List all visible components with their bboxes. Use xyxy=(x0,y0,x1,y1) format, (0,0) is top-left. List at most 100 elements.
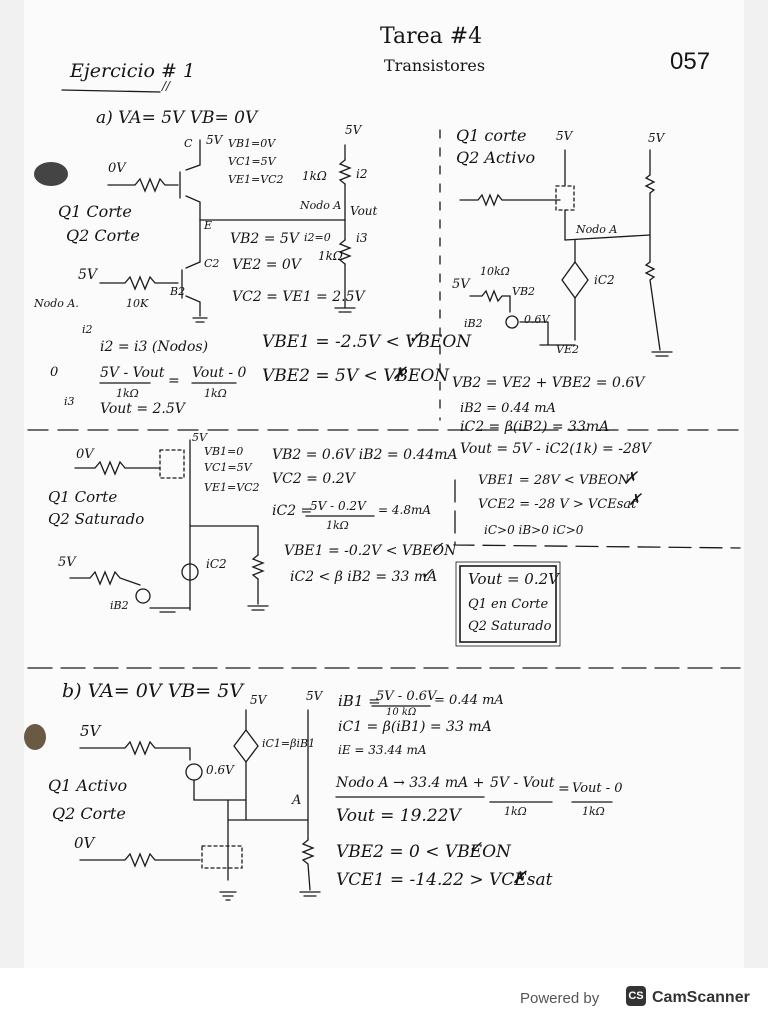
rc-input: 5V xyxy=(452,277,470,292)
partb-res xyxy=(301,839,315,865)
parta-node-c2: C2 xyxy=(204,257,220,270)
parta-node-c: C xyxy=(184,137,193,150)
sat-eq4: VBE1 = -0.2V < VBEON xyxy=(284,543,457,559)
partb-eq1-right: = 0.44 mA xyxy=(434,693,504,708)
subtitle: Transistores xyxy=(384,56,486,75)
parta-state-q1: Q1 Corte xyxy=(58,202,132,221)
partb-node-a: A xyxy=(292,793,302,808)
partb-ground2 xyxy=(219,891,237,901)
partb-eq7-mark: ✗ xyxy=(512,868,527,888)
camscanner-brand[interactable]: CamScanner xyxy=(652,989,750,1006)
sat-state-q2: Q2 Saturado xyxy=(48,510,145,528)
rc-ic2: iC2 xyxy=(594,273,615,287)
sat-input2: 5V xyxy=(58,555,76,570)
parta-res-top: 1kΩ xyxy=(302,169,327,183)
node-num-left: 5V - Vout xyxy=(100,365,165,381)
binder-hole-bottom xyxy=(24,724,46,750)
partb-dep: iC1=βiB1 xyxy=(262,737,316,750)
rc-eq4: Vout = 5V - iC2(1k) = -28V xyxy=(460,441,651,457)
partb-eq1-num: 5V - 0.6V xyxy=(376,689,437,704)
node-equals: = xyxy=(168,373,180,389)
q2-ground xyxy=(192,317,208,323)
partb-eq2: iC1 = β(iB1) = 33 mA xyxy=(338,719,492,735)
parta-input-wire xyxy=(107,177,179,193)
partb-eq7: VCE1 = -14.22 > VCEsat xyxy=(336,870,553,890)
node-den-right: 1kΩ xyxy=(204,387,227,400)
rc-eq6: VCE2 = -28 V > VCEsat xyxy=(478,497,637,512)
parta-i2: i2 xyxy=(356,167,368,181)
q1-body xyxy=(185,139,201,221)
rc-eq3: iC2 = β(iB2) = 33mA xyxy=(460,419,610,435)
rc-0.6v-source xyxy=(505,315,519,329)
rc-ground2 xyxy=(539,321,576,346)
box-vout: Vout = 0.2V xyxy=(468,570,559,588)
parta-vc1: VC1=5V xyxy=(228,155,276,168)
sat-state-q1: Q1 Corte xyxy=(48,488,118,506)
sat-input1: 0V xyxy=(76,447,94,462)
exercise-mark: // xyxy=(162,79,171,93)
node-den-left: 1kΩ xyxy=(116,387,139,400)
parta-i3: i3 xyxy=(356,231,368,245)
sat-res xyxy=(251,554,265,580)
partb-eq6-mark: ✓ xyxy=(468,838,483,858)
box-q1: Q1 en Corte xyxy=(468,597,549,612)
rc-node-wire xyxy=(564,234,651,241)
parta-res-10k: 10K xyxy=(126,297,149,310)
parta-heading: a) VA= 5V VB= 0V xyxy=(96,108,258,128)
parta-vc2: VC2 = VE1 = 2.5V xyxy=(232,289,365,305)
sat-ib2: iB2 xyxy=(110,599,129,612)
node-i3: i3 xyxy=(64,395,75,408)
partb-eq1-den: 10 kΩ xyxy=(386,707,417,718)
partb-state-q1: Q1 Activo xyxy=(48,776,128,795)
node-i2: i2 xyxy=(82,323,93,336)
sat-eq3-num: 5V - 0.2V xyxy=(310,499,366,513)
parta-node-b2: B2 xyxy=(170,285,186,298)
res-load-top xyxy=(338,159,352,185)
binder-hole-top xyxy=(34,162,68,186)
partb-input1: 5V xyxy=(80,722,101,740)
camscanner-logo-icon[interactable]: CS xyxy=(626,986,646,1006)
partb-supply2: 5V xyxy=(306,689,323,703)
rc-res-base: 10kΩ xyxy=(480,265,510,278)
node-kcl: i2 = i3 (Nodos) xyxy=(100,339,209,355)
sat-eq3-left: iC2 = xyxy=(272,503,313,519)
divider-right xyxy=(454,479,741,549)
sat-eq3-den: 1kΩ xyxy=(326,519,349,532)
rc-ground xyxy=(651,351,673,357)
rc-supply2: 5V xyxy=(648,131,665,145)
rc-node-a: Nodo A xyxy=(576,223,618,236)
parta-res-bottom: 1kΩ xyxy=(318,249,343,263)
partb-input1 xyxy=(79,740,191,761)
check-vbe1: VBE1 = -2.5V < VBEON xyxy=(262,332,472,352)
rc-rail3 xyxy=(649,279,661,351)
check-vbe2-mark: ✗ xyxy=(392,364,407,384)
partb-src: 0.6V xyxy=(206,763,234,777)
partb-state-q2: Q2 Corte xyxy=(52,804,126,823)
sat-dep-source xyxy=(181,563,199,581)
rc-eq5: VBE1 = 28V < VBEON xyxy=(478,473,630,488)
title: Tarea #4 xyxy=(380,24,483,49)
parta-vout: Vout xyxy=(350,204,378,218)
sat-ground2 xyxy=(149,607,191,613)
sat-ground xyxy=(247,605,269,611)
partb-src xyxy=(185,763,203,781)
sat-eq2: VC2 = 0.2V xyxy=(272,471,355,487)
exercise-title: Ejercicio # 1 xyxy=(70,60,196,82)
rc-eq2: iB2 = 0.44 mA xyxy=(460,401,556,416)
q2-body xyxy=(185,261,201,317)
parta-ve2: VE2 = 0V xyxy=(232,257,301,273)
partb-ground1 xyxy=(299,891,321,897)
sat-eq5: iC2 < β iB2 = 33 mA xyxy=(290,569,438,585)
check-vbe2: VBE2 = 5V < VBEON xyxy=(262,366,450,386)
rc-input-wire xyxy=(459,193,561,207)
partb-eq4-den2: 1kΩ xyxy=(582,805,605,818)
partb-eq5: Vout = 19.22V xyxy=(336,806,461,826)
partb-eq4-left: Nodo A → 33.4 mA + xyxy=(336,775,485,791)
parta-ground xyxy=(334,307,356,313)
rc-ve2: VE2 xyxy=(556,343,579,356)
parta-i2-zero: i2=0 xyxy=(304,231,331,244)
sat-input1 xyxy=(74,460,161,476)
partb-input2: 0V xyxy=(74,834,95,852)
partb-eq1-left: iB1 = xyxy=(338,692,381,710)
